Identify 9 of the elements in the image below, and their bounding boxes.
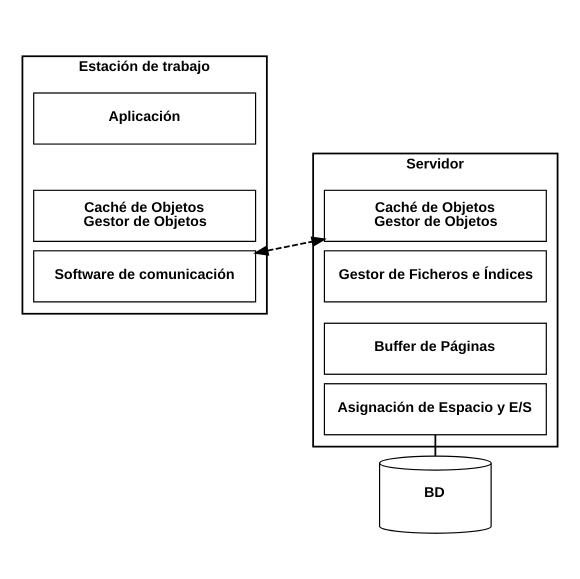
node-box: Caché de Objetos Gestor de Objetos xyxy=(33,189,256,242)
node-box: Buffer de Páginas xyxy=(324,322,547,374)
node-box: Software de comunicación xyxy=(33,250,256,302)
node-box: Aplicación xyxy=(33,92,256,144)
connector xyxy=(434,434,436,456)
node-box: Asignación de Espacio y E/S xyxy=(324,382,547,435)
node-box: Caché de Objetos Gestor de Objetos xyxy=(324,189,547,242)
node-box: Gestor de Ficheros e Índices xyxy=(324,250,547,302)
arrow xyxy=(253,236,327,256)
